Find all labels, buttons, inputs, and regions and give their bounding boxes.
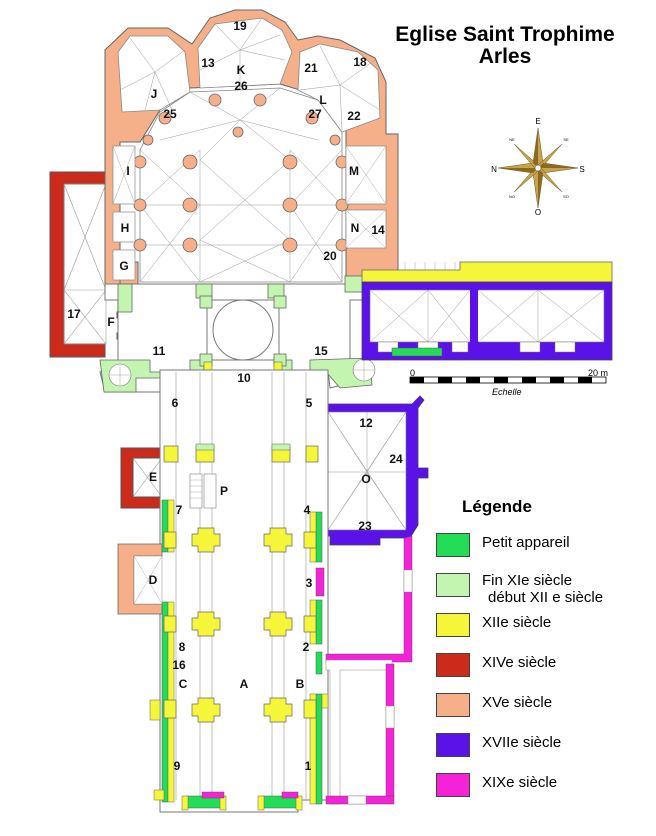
xiv-chapel-vaults	[63, 183, 163, 498]
compass-s: S	[579, 165, 584, 174]
label-2: 2	[303, 640, 310, 654]
label-I: I	[126, 164, 129, 178]
label-14: 14	[371, 223, 385, 237]
legend-swatch	[436, 733, 470, 757]
label-4: 4	[304, 503, 311, 517]
cloister-gallery	[361, 261, 613, 361]
label-A: A	[240, 677, 249, 691]
compass-se: SE	[563, 137, 569, 142]
nave	[149, 369, 329, 813]
compass-o: O	[535, 208, 541, 217]
label-J: J	[151, 87, 158, 101]
label-O: O	[361, 472, 370, 486]
legend-label-line-2: début XII e siècle	[488, 589, 604, 606]
label-10: 10	[237, 371, 251, 385]
legend-swatch	[436, 773, 470, 797]
plan-title: Eglise Saint Trophime Arles	[380, 24, 630, 68]
label-22: 22	[347, 109, 361, 123]
legend-swatch	[436, 613, 470, 637]
scale-caption: Echelle	[492, 387, 522, 397]
plan-labels: 19 13 K 26 21 18 J L 25 27 22 I M H N 14…	[67, 19, 403, 773]
label-F: F	[107, 315, 114, 329]
label-E: E	[149, 470, 157, 484]
legend-label: XIXe siècle	[482, 774, 558, 791]
title-line-1: Eglise Saint Trophime	[395, 23, 615, 46]
label-15: 15	[314, 344, 328, 358]
label-G: G	[119, 259, 128, 273]
label-8: 8	[179, 640, 186, 654]
label-27: 27	[308, 107, 322, 121]
label-18: 18	[353, 55, 367, 69]
xix-additions	[325, 535, 413, 805]
scale-bar	[409, 376, 607, 384]
scale-zero-label: 0	[410, 368, 416, 378]
legend-label: XIIe siècle	[482, 614, 552, 631]
label-16: 16	[172, 658, 186, 672]
label-25: 25	[163, 107, 177, 121]
label-1: 1	[305, 759, 312, 773]
label-B: B	[296, 677, 305, 691]
compass-e: E	[535, 117, 540, 126]
nave-pillars	[163, 445, 319, 723]
label-M: M	[349, 164, 359, 178]
label-26: 26	[234, 79, 248, 93]
label-19: 19	[233, 19, 247, 33]
legend-label: Petit appareil	[482, 534, 570, 551]
legend-swatch	[436, 653, 470, 677]
legend-label: XVe siècle	[482, 694, 553, 711]
legend-label: XIVe siècle	[482, 654, 557, 671]
compass-ne: NE	[509, 137, 515, 142]
label-20: 20	[323, 249, 337, 263]
choir-vaults	[112, 17, 387, 283]
compass-n: N	[491, 165, 497, 174]
scale-max-label: 20 m	[588, 368, 609, 378]
label-C: C	[179, 677, 188, 691]
label-P: P	[220, 484, 228, 498]
label-9: 9	[174, 759, 181, 773]
label-5: 5	[306, 396, 313, 410]
label-24: 24	[389, 452, 403, 466]
legend-swatch	[436, 573, 470, 597]
compass-rose	[497, 127, 579, 209]
compass-so: SO	[563, 194, 569, 199]
label-23: 23	[358, 519, 372, 533]
label-7: 7	[176, 503, 183, 517]
label-17: 17	[67, 307, 81, 321]
legend-swatch	[436, 693, 470, 717]
chapel-d	[117, 543, 163, 615]
label-13: 13	[201, 56, 215, 70]
title-line-2: Arles	[478, 45, 532, 68]
legend-label: XVIIe siècle	[482, 734, 562, 751]
compass-no: NO	[509, 194, 515, 199]
label-K: K	[237, 63, 246, 77]
label-12: 12	[359, 416, 373, 430]
legend-swatch	[436, 533, 470, 557]
label-D: D	[149, 573, 158, 587]
label-3: 3	[306, 576, 313, 590]
legend-label: Fin XIe siècle	[482, 572, 573, 589]
label-21: 21	[304, 61, 318, 75]
label-L: L	[319, 93, 326, 107]
label-N: N	[351, 221, 360, 235]
label-11: 11	[153, 344, 166, 358]
legend-title: Légende	[462, 497, 532, 516]
label-H: H	[121, 221, 130, 235]
label-6: 6	[172, 396, 179, 410]
